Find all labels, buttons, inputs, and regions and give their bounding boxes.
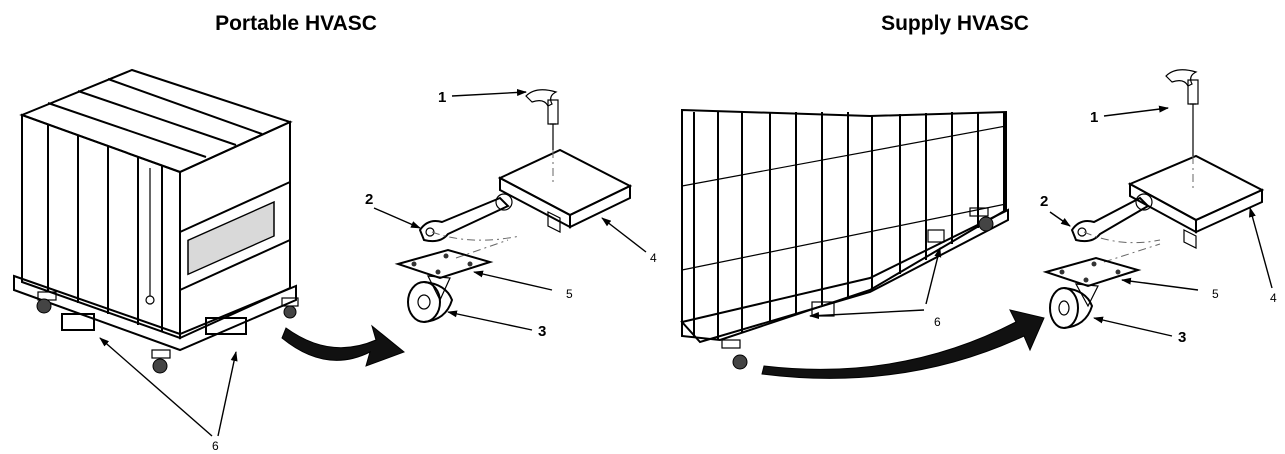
caster-icon: [969, 207, 994, 232]
supply-hvasc-title: Supply HVASC: [881, 12, 1029, 35]
supply-hvasc-cage: [680, 108, 1009, 344]
caster-icon: [281, 297, 299, 319]
supply-caster-detail: [1042, 69, 1265, 329]
callout-5: 5: [1212, 287, 1219, 301]
arrow-icon: [761, 309, 1045, 379]
caster-icon: [151, 349, 171, 374]
callout-5: 5: [566, 287, 573, 301]
callout-3: 3: [1178, 329, 1186, 346]
callout-3: 3: [538, 323, 546, 340]
caster-icon: [36, 291, 57, 314]
clamp-lever-icon: [1165, 69, 1199, 156]
portable-casters: [36, 291, 299, 374]
callout-6: 6: [934, 315, 941, 329]
portable-hvasc-cage: [13, 68, 297, 352]
clamp-lever-icon: [525, 89, 559, 150]
portable-hvasc-title: Portable HVASC: [215, 12, 377, 35]
callout-4: 4: [1270, 291, 1277, 305]
callout-6: 6: [212, 439, 219, 453]
caster-icon: [721, 339, 748, 370]
portable-caster-detail: [394, 89, 633, 323]
supply-casters: [721, 207, 994, 370]
callout-2: 2: [1040, 193, 1048, 210]
callout-1: 1: [1090, 109, 1098, 126]
arrow-icon: [281, 324, 405, 367]
callout-4: 4: [650, 251, 657, 265]
callout-2: 2: [365, 191, 373, 208]
callout-1: 1: [438, 89, 446, 106]
